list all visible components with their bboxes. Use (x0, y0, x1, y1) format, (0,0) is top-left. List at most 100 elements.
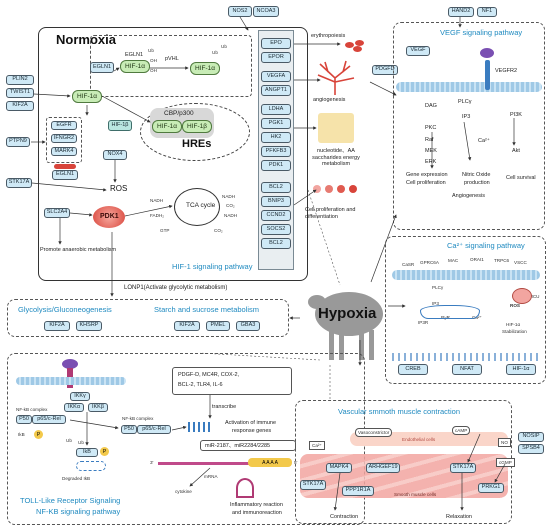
gene-stk17a-relax[interactable]: STK17A (450, 463, 476, 473)
gene-epor[interactable]: EPOR (261, 52, 291, 63)
gene-pgk1[interactable]: PGK1 (261, 118, 291, 129)
p50-1[interactable]: P50 (16, 415, 32, 424)
ub-tlr-2: Ub (78, 440, 84, 445)
gene-vegfa[interactable]: VEGFA (261, 71, 291, 82)
rbc-icon (345, 40, 365, 52)
gene-ifngr2[interactable]: IFNGR2 (51, 134, 77, 143)
gene-hk2[interactable]: HK2 (261, 132, 291, 143)
ikk-alpha[interactable]: IKKα (64, 403, 84, 412)
p65-2[interactable]: p65/c-Rel (137, 425, 171, 434)
hif1a-normoxia[interactable]: HIF-1α (120, 60, 150, 73)
vsmc-title: Vascular smmoth muscle contraction (338, 407, 460, 416)
ch-vscc: VSCC (514, 260, 527, 265)
gene-mapk4[interactable]: MAPK4 (326, 463, 352, 473)
gene-nox4[interactable]: NOX4 (103, 150, 127, 160)
egln1-phd-box[interactable]: EGLN1 (52, 170, 78, 180)
gene-stk17a-left[interactable]: STK17A (6, 178, 32, 188)
gene-kif2a-left[interactable]: KIF2A (6, 101, 34, 111)
gene-angpt1[interactable]: ANGPT1 (261, 85, 291, 96)
gene-nos2[interactable]: NOS2 (228, 6, 252, 17)
camp-label: cAMP (452, 426, 471, 436)
vegf-cell-proliferation: Cell proliferation (406, 180, 446, 186)
activation-line2: response genes (232, 428, 272, 434)
ikb-box[interactable]: IkB (76, 448, 98, 457)
gene-twist1[interactable]: TWIST1 (6, 88, 34, 98)
vasoconstrictor-label: Vasoconstrictor (355, 428, 393, 438)
output-hif1a[interactable]: HIF-1α (506, 364, 536, 375)
hif1a-complex[interactable]: HIF-1α (152, 120, 182, 133)
glycolysis-title: Glycolysis/Gluconeogenesis (18, 305, 112, 314)
gene-ptpn9[interactable]: PTPN9 (6, 137, 30, 147)
ca-mcu: MCU (529, 294, 540, 299)
vegf-mek: MEK (425, 148, 437, 154)
transcribe-label: transcribe (212, 404, 237, 410)
starch-title: Starch and sucrose metabolism (154, 305, 260, 314)
ikk-gamma[interactable]: IKKγ (70, 392, 90, 401)
pdk1-label: PDK1 (100, 213, 119, 220)
gene-epo[interactable]: EPO (261, 38, 291, 49)
gene-kif2a-starch[interactable]: KIF2A (174, 321, 200, 331)
vegf-pi3k: PI3K (510, 112, 522, 118)
gene-socs2[interactable]: SOCS2 (261, 224, 291, 235)
hif1-pathway-title: HIF-1 signaling pathway (172, 262, 253, 271)
gene-bcl2-b[interactable]: BCL2 (261, 238, 291, 249)
gene-pdk1-target[interactable]: PDK1 (261, 160, 291, 171)
gene-prkg1[interactable]: PRKG1 (478, 483, 504, 493)
gene-stk17a-vsmc[interactable]: STK17A (300, 480, 326, 490)
gene-pfkfb3[interactable]: PFKFB3 (261, 146, 291, 157)
erythropoiesis-label: erythropoiesis (311, 33, 346, 39)
hif1b-complex[interactable]: HIF-1β (182, 120, 212, 133)
gene-arhgef19[interactable]: ARHGEF19 (366, 463, 400, 473)
ros-label: ROS (110, 184, 128, 193)
tca-nadh-3: NADH (224, 213, 238, 218)
gene-spsb4[interactable]: SPSB4 (518, 444, 544, 454)
ikk-beta[interactable]: IKKβ (88, 403, 108, 412)
gene-khsrp[interactable]: KHSRP (76, 321, 102, 331)
gene-nosip[interactable]: NOSIP (518, 432, 544, 442)
vegf-raf: Raf (425, 137, 434, 143)
ch-trpc6: TRPC6 (494, 258, 510, 263)
ca-ros: ROS (510, 303, 520, 308)
gene-plin2[interactable]: PLIN2 (6, 75, 34, 85)
gene-kif2a-glyco[interactable]: KIF2A (44, 321, 70, 331)
ub-tlr-1: Ub (66, 438, 72, 443)
gene-ccnd2[interactable]: CCND2 (261, 210, 291, 221)
gene-egfr[interactable]: EGFR (51, 121, 77, 130)
calcium-membrane (392, 270, 540, 280)
p50-2[interactable]: P50 (121, 425, 137, 434)
output-creb[interactable]: CREB (398, 364, 428, 375)
tca-co2-1: CO₂ (226, 203, 235, 208)
hif1a-ubiquitinated[interactable]: HIF-1α (190, 62, 220, 75)
gene-bcl2[interactable]: BCL2 (261, 182, 291, 193)
gene-ppp1r1a[interactable]: PPP1R1A (342, 486, 374, 496)
normoxia-panel (38, 27, 308, 281)
gene-mark4[interactable]: MARK4 (51, 147, 77, 156)
egln1-box[interactable]: EGLN1 (90, 62, 114, 73)
mirna-label: miR-2187、miR2284/2285 (205, 443, 271, 449)
dna-strand-calcium (392, 353, 540, 361)
metabolism-panel (7, 299, 289, 337)
gene-pdgfd[interactable]: PDGFD (372, 65, 398, 75)
gene-ldha[interactable]: LDHA (261, 104, 291, 115)
gene-ncoa3[interactable]: NCOA3 (253, 6, 279, 17)
hif1a-hypoxia[interactable]: HIF-1α (72, 90, 102, 103)
output-nfat[interactable]: NFAT (452, 364, 482, 375)
contraction-label: Contraction (330, 514, 359, 520)
gene-gba3[interactable]: GBA3 (236, 321, 260, 331)
vegfr2-label: VEGFR2 (495, 68, 518, 74)
tca-fadh2: FADH₂ (150, 213, 165, 218)
gene-pmel[interactable]: PMEL (206, 321, 230, 331)
gene-hand2[interactable]: HAND2 (448, 7, 474, 17)
gene-slc2a4[interactable]: SLC2A4 (44, 208, 70, 218)
ca-vsmc: Ca²⁺ (309, 441, 325, 451)
hif1b-box[interactable]: HIF-1β (108, 120, 132, 131)
gene-nf1[interactable]: NF1 (477, 7, 497, 17)
gene-bnip3[interactable]: BNIP3 (261, 196, 291, 207)
pvhl-label: pVHL (165, 56, 179, 62)
tca-nadh-2: NADH (222, 194, 236, 199)
p65-1[interactable]: p65/c-Rel (32, 415, 66, 424)
angiogenesis-label: angiogenesis (313, 97, 346, 103)
gene-vegf[interactable]: VEGF (406, 46, 430, 56)
phospho-badge-1: P (34, 430, 43, 439)
three-prime: 3' (150, 460, 154, 465)
